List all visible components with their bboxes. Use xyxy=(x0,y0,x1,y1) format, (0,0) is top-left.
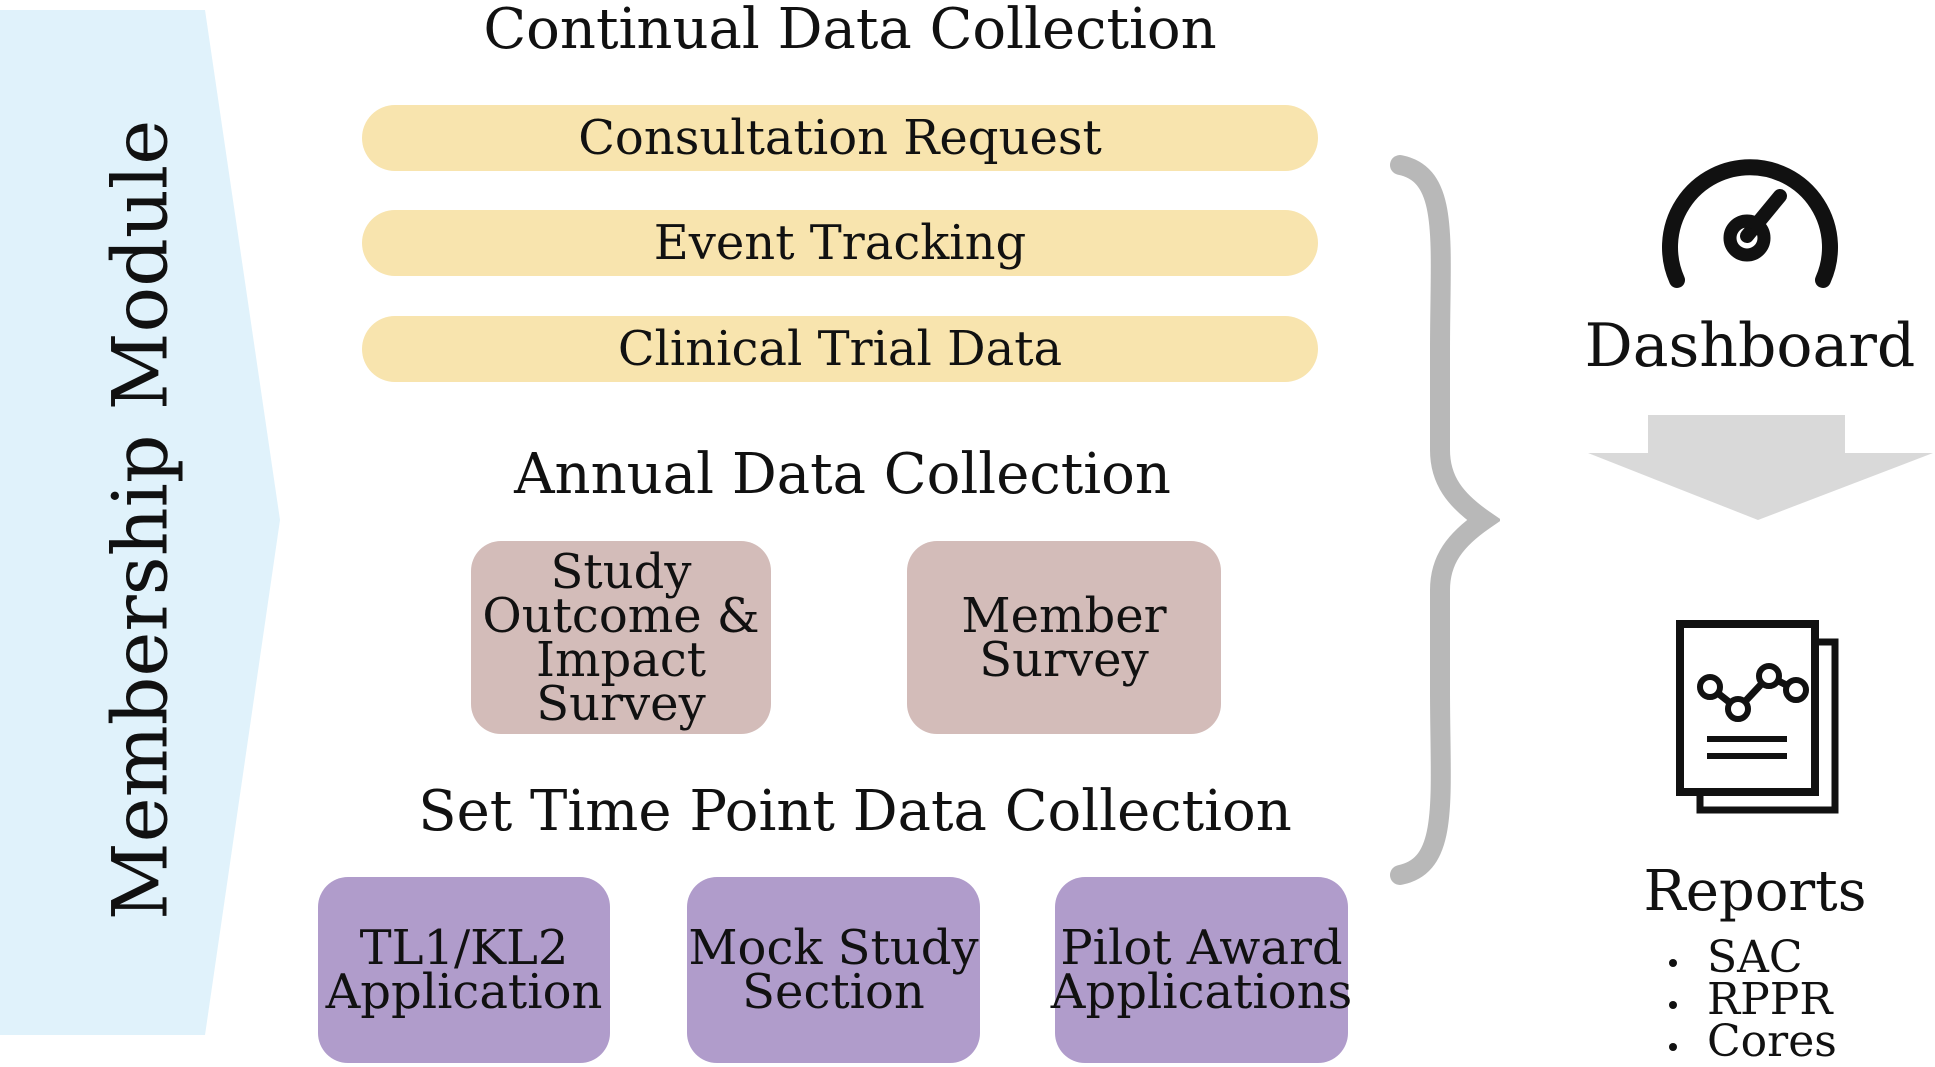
annual-title: Annual Data Collection xyxy=(514,442,1171,507)
set-time-item-pilot-award: Pilot Award Applications xyxy=(1051,877,1352,1063)
dashboard-label: Dashboard xyxy=(1584,311,1916,381)
continual-item-label: Clinical Trial Data xyxy=(617,321,1063,377)
set-time-item-label: Pilot Award Applications xyxy=(1050,920,1353,1020)
side-banner-shape xyxy=(0,10,280,1035)
reports-list-item: SAC xyxy=(1665,936,1837,980)
set-time-item-label: TL1/KL2 Application xyxy=(325,920,603,1020)
set-time-title: Set Time Point Data Collection xyxy=(418,779,1292,844)
down-arrow-icon xyxy=(1588,415,1933,520)
continual-title: Continual Data Collection xyxy=(483,0,1217,62)
annual-item-label: Study Outcome & Impact Survey xyxy=(482,543,760,732)
set-time-item-tl1-kl2: TL1/KL2 Application xyxy=(318,877,610,1063)
reports-list: SAC RPPR Cores xyxy=(1665,936,1837,1064)
right-brace xyxy=(1390,155,1500,885)
reports-list-item: Cores xyxy=(1665,1020,1837,1064)
set-time-item-label: Mock Study Section xyxy=(688,920,979,1020)
continual-item-clinical-trial: Clinical Trial Data xyxy=(362,316,1318,382)
annual-item-study-outcome: Study Outcome & Impact Survey xyxy=(471,541,771,734)
continual-item-label: Event Tracking xyxy=(653,215,1027,271)
speedometer-icon xyxy=(1662,159,1838,288)
brace-path xyxy=(1390,155,1500,885)
annual-item-label: Member Survey xyxy=(961,587,1167,688)
continual-item-consultation: Consultation Request xyxy=(362,105,1318,171)
reports-list-item: RPPR xyxy=(1665,978,1837,1022)
side-module-label: Membership Module xyxy=(95,119,185,921)
side-banner xyxy=(0,10,280,1035)
report-chart-icon xyxy=(1676,620,1839,814)
continual-item-event-tracking: Event Tracking xyxy=(362,210,1318,276)
reports-label: Reports xyxy=(1643,859,1867,924)
set-time-item-mock-study: Mock Study Section xyxy=(687,877,980,1063)
annual-item-member-survey: Member Survey xyxy=(907,541,1221,734)
continual-item-label: Consultation Request xyxy=(578,110,1102,166)
